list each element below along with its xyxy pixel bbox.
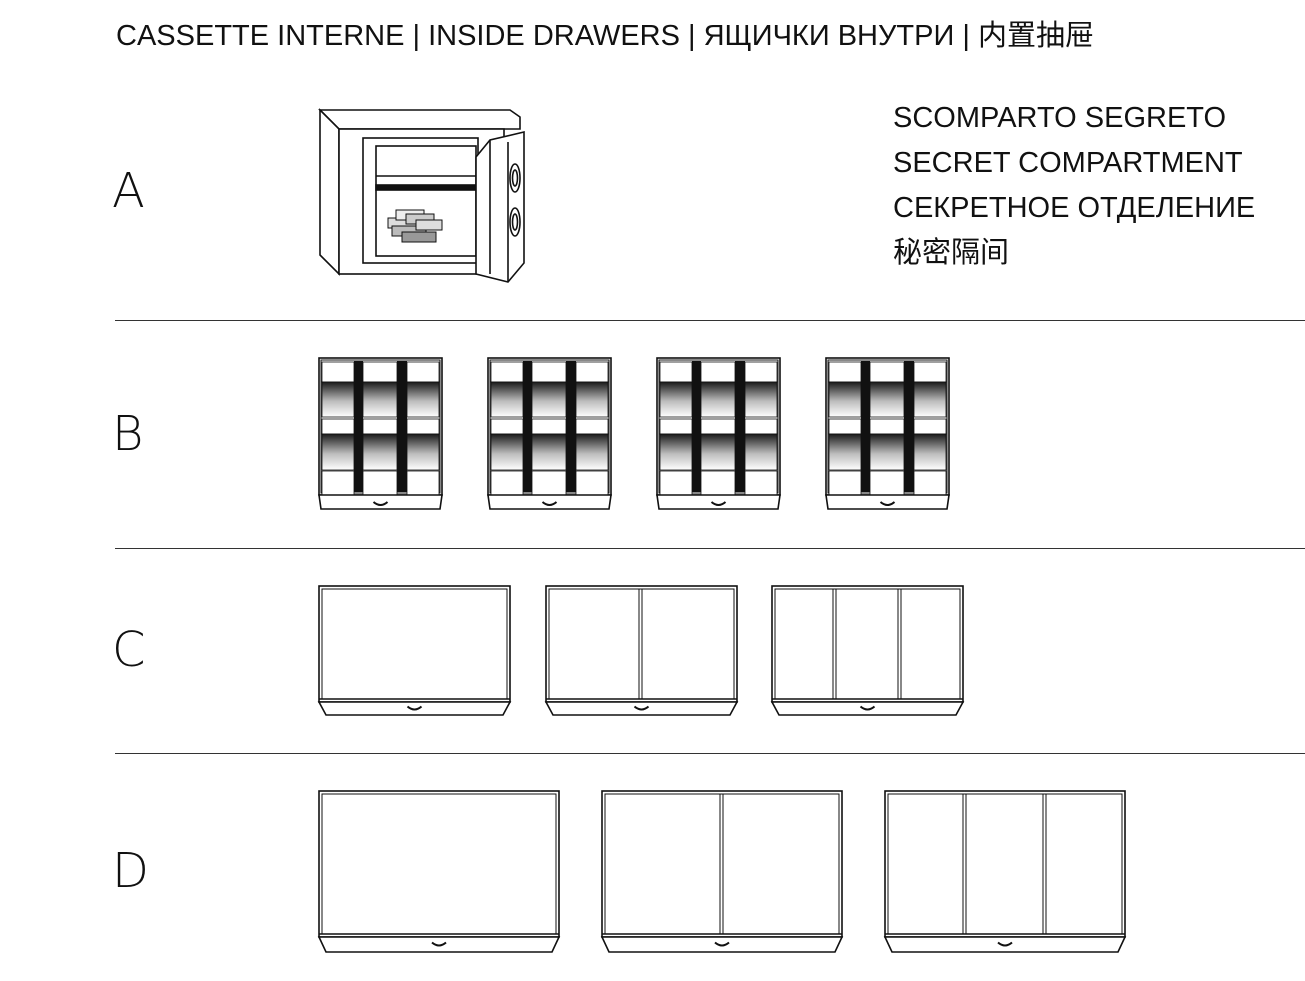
divider-cd bbox=[115, 753, 1305, 754]
caption-chinese: 秘密隔间 bbox=[893, 237, 1010, 269]
divider-bc bbox=[115, 548, 1305, 549]
handle-icon bbox=[406, 705, 423, 711]
handle-icon bbox=[714, 941, 730, 947]
row-label-c: C bbox=[112, 622, 146, 678]
divider-ab bbox=[115, 320, 1305, 321]
caption-english: SECRET COMPARTMENT bbox=[893, 147, 1243, 179]
handle-icon bbox=[541, 501, 558, 506]
cabinet-b-2 bbox=[487, 357, 612, 510]
handle-icon bbox=[633, 705, 650, 711]
handle-icon bbox=[859, 705, 876, 711]
handle-icon bbox=[997, 941, 1013, 947]
cabinet-c-2 bbox=[544, 585, 739, 716]
cabinet-c-1 bbox=[317, 585, 512, 716]
secret-compartment-caption: SCOMPARTO SEGRETO SECRET COMPARTMENT СЕК… bbox=[893, 96, 1255, 276]
cabinet-b-4 bbox=[825, 357, 950, 510]
cabinet-c-3 bbox=[770, 585, 965, 716]
row-label-a: A bbox=[112, 163, 145, 219]
row-b-cabinets bbox=[318, 357, 950, 510]
safe-illustration bbox=[318, 108, 525, 283]
page-title: CASSETTE INTERNE | INSIDE DRAWERS | ЯЩИЧ… bbox=[116, 20, 1094, 52]
cash-icon bbox=[387, 209, 443, 243]
cabinet-d-3 bbox=[883, 790, 1127, 953]
handle-icon bbox=[879, 501, 896, 506]
cabinet-b-1 bbox=[318, 357, 443, 510]
row-label-b: B bbox=[112, 406, 144, 462]
row-label-d: D bbox=[112, 843, 149, 899]
cabinet-d-1 bbox=[317, 790, 561, 953]
row-d-cabinets bbox=[317, 790, 1127, 953]
cabinet-d-2 bbox=[600, 790, 844, 953]
caption-italian: SCOMPARTO SEGRETO bbox=[893, 102, 1227, 134]
row-c-cabinets bbox=[317, 585, 965, 716]
caption-russian: СЕКРЕТНОЕ ОТДЕЛЕНИЕ bbox=[893, 192, 1256, 224]
handle-icon bbox=[431, 941, 447, 947]
handle-icon bbox=[372, 501, 389, 506]
cabinet-b-3 bbox=[656, 357, 781, 510]
handle-icon bbox=[710, 501, 727, 506]
